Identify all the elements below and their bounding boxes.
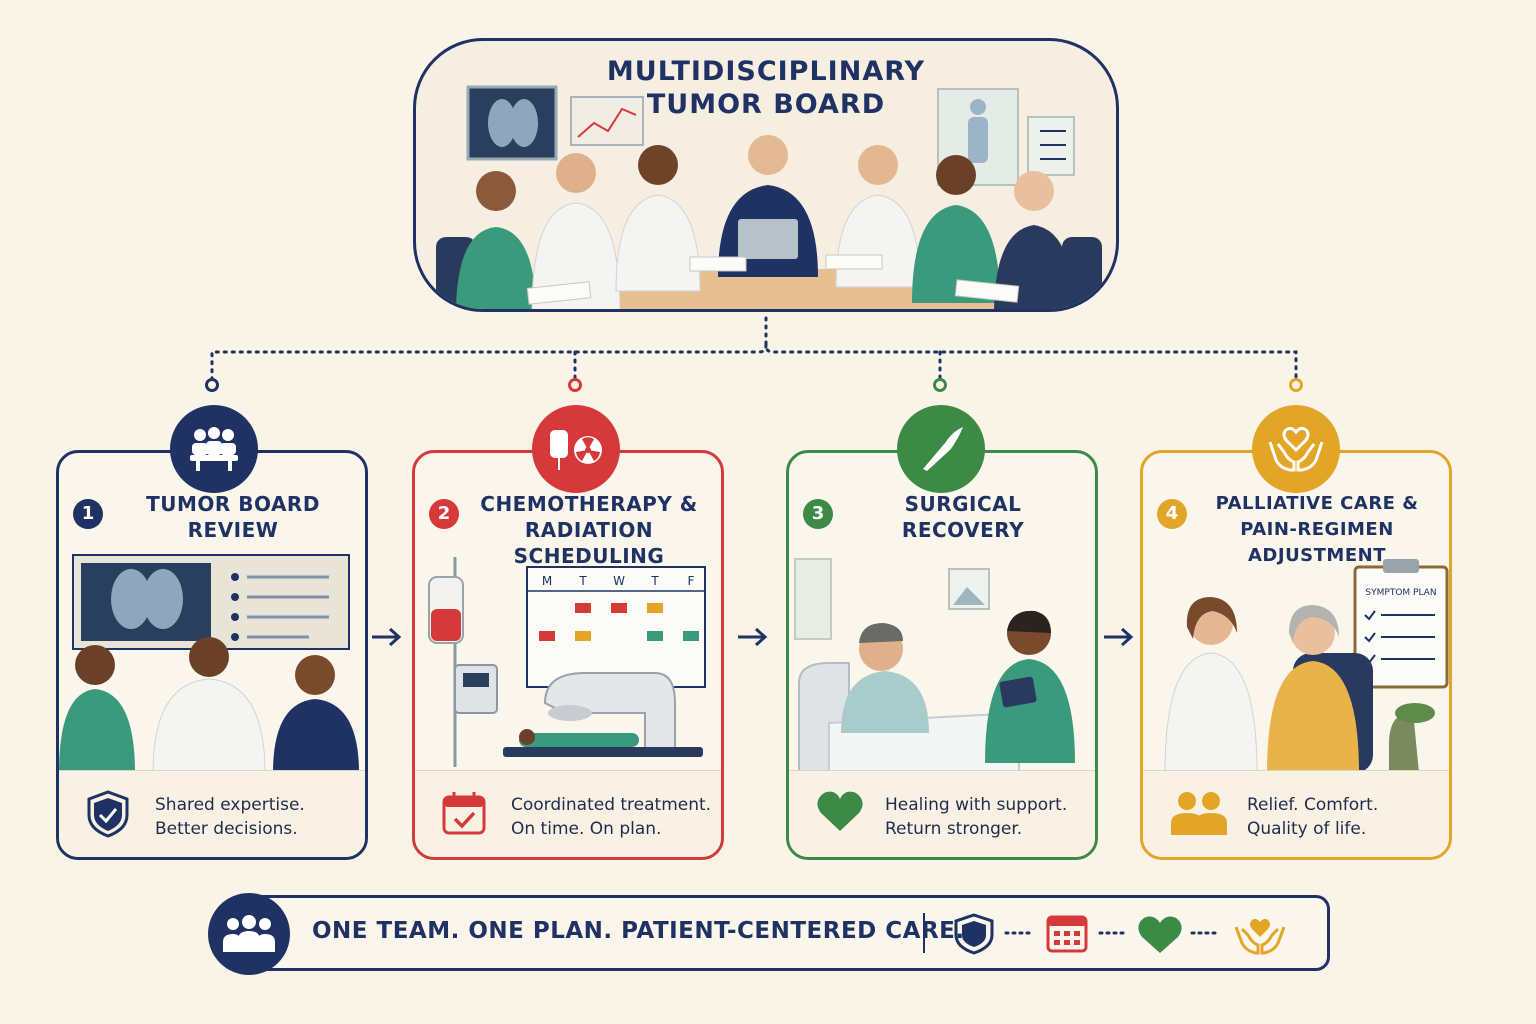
people-icon bbox=[1171, 792, 1227, 835]
step-footer-line-1: Healing with support. bbox=[885, 795, 1068, 815]
heart-icon bbox=[1138, 916, 1182, 953]
chemo-radiation-illustration: M T W T F bbox=[428, 557, 706, 767]
team-badge bbox=[208, 893, 290, 975]
heart-icon bbox=[817, 791, 863, 831]
clipboard-label: SYMPTOM PLAN bbox=[1365, 588, 1436, 598]
step-number: 1 bbox=[73, 499, 103, 529]
page-title-line-2: TUMOR BOARD bbox=[646, 89, 886, 120]
calendar-check-icon bbox=[442, 792, 486, 835]
step-title-line-2: PAIN-REGIMEN ADJUSTMENT bbox=[1240, 519, 1394, 566]
calendar-day: F bbox=[688, 574, 695, 588]
palliative-care-illustration: SYMPTOM PLAN bbox=[1164, 559, 1449, 773]
page-title-line-1: MULTIDISCIPLINARY bbox=[606, 56, 926, 87]
step-footer-text: Coordinated treatment. On time. On plan. bbox=[511, 793, 711, 841]
surgical-recovery-illustration bbox=[794, 558, 1075, 773]
connector-node-3 bbox=[933, 378, 947, 392]
calendar-day: W bbox=[613, 574, 625, 588]
step-footer-text: Relief. Comfort. Quality of life. bbox=[1247, 793, 1378, 841]
team-meeting-icon bbox=[190, 427, 238, 471]
step-1-badge bbox=[170, 405, 258, 493]
step-title-line-1: CHEMOTHERAPY & bbox=[480, 492, 698, 516]
step-title-line-2: REVIEW bbox=[187, 518, 279, 542]
step-footer-line-1: Coordinated treatment. bbox=[511, 795, 712, 815]
step-title-line-2: RADIATION SCHEDULING bbox=[513, 518, 665, 568]
step-card-surgical-recovery: 3 SURGICAL RECOVERY Healing with support… bbox=[786, 450, 1098, 860]
step-footer-line-2: Return stronger. bbox=[885, 819, 1023, 839]
step-footer-line-2: Quality of life. bbox=[1247, 819, 1367, 839]
step-title: SURGICAL RECOVERY bbox=[841, 491, 1085, 543]
step-footer-line-2: Better decisions. bbox=[155, 819, 298, 839]
step-footer-line-1: Shared expertise. bbox=[155, 795, 305, 815]
step-footer-text: Healing with support. Return stronger. bbox=[885, 793, 1067, 841]
arrow-right-icon bbox=[1104, 627, 1134, 647]
arrow-right-icon bbox=[372, 627, 402, 647]
tumor-board-review-illustration bbox=[59, 554, 359, 773]
hands-heart-icon bbox=[1234, 918, 1286, 955]
connector-node-1 bbox=[205, 378, 219, 392]
calendar-icon bbox=[1046, 915, 1088, 953]
step-card-chemo-radiation: 2 CHEMOTHERAPY & RADIATION SCHEDULING M … bbox=[412, 450, 724, 860]
step-card-palliative-care: 4 PALLIATIVE CARE & PAIN-REGIMEN ADJUSTM… bbox=[1140, 450, 1452, 860]
page-title: MULTIDISCIPLINARY TUMOR BOARD bbox=[416, 55, 1116, 121]
step-title: PALLIATIVE CARE & PAIN-REGIMEN ADJUSTMEN… bbox=[1195, 491, 1439, 569]
hands-heart-icon bbox=[1268, 426, 1324, 472]
shield-icon bbox=[954, 913, 994, 955]
step-title-line-1: PALLIATIVE CARE & bbox=[1215, 493, 1419, 514]
step-number: 3 bbox=[803, 499, 833, 529]
step-title-line-1: SURGICAL bbox=[904, 492, 1022, 516]
step-card-tumor-board-review: 1 TUMOR BOARD REVIEW Shared expertise. B… bbox=[56, 450, 368, 860]
step-footer-line-1: Relief. Comfort. bbox=[1247, 795, 1379, 815]
step-footer-line-2: On time. On plan. bbox=[511, 819, 662, 839]
arrow-right-icon bbox=[738, 627, 768, 647]
step-title: CHEMOTHERAPY & RADIATION SCHEDULING bbox=[467, 491, 711, 569]
step-footer-text: Shared expertise. Better decisions. bbox=[155, 793, 305, 841]
team-icon bbox=[223, 915, 275, 952]
banner-icon-row bbox=[923, 913, 1286, 955]
step-title-line-2: RECOVERY bbox=[901, 518, 1025, 542]
calendar-day: T bbox=[578, 574, 587, 588]
step-number: 4 bbox=[1157, 499, 1187, 529]
step-2-badge bbox=[532, 405, 620, 493]
tumor-board-meeting-illustration bbox=[436, 85, 1102, 309]
step-title: TUMOR BOARD REVIEW bbox=[111, 491, 355, 543]
banner-text: ONE TEAM. ONE PLAN. PATIENT-CENTERED CAR… bbox=[312, 918, 965, 944]
connector-node-2 bbox=[568, 378, 582, 392]
step-3-badge bbox=[897, 405, 985, 493]
iv-bag-radiation-icon bbox=[550, 430, 602, 470]
tumor-board-panel: MULTIDISCIPLINARY TUMOR BOARD bbox=[413, 38, 1119, 312]
shield-check-icon bbox=[87, 790, 129, 838]
step-4-badge bbox=[1252, 405, 1340, 493]
connector-node-4 bbox=[1289, 378, 1303, 392]
step-number: 2 bbox=[429, 499, 459, 529]
calendar-day: T bbox=[650, 574, 659, 588]
scalpel-icon bbox=[923, 427, 963, 471]
step-title-line-1: TUMOR BOARD bbox=[146, 492, 320, 516]
calendar-day: M bbox=[542, 574, 552, 588]
